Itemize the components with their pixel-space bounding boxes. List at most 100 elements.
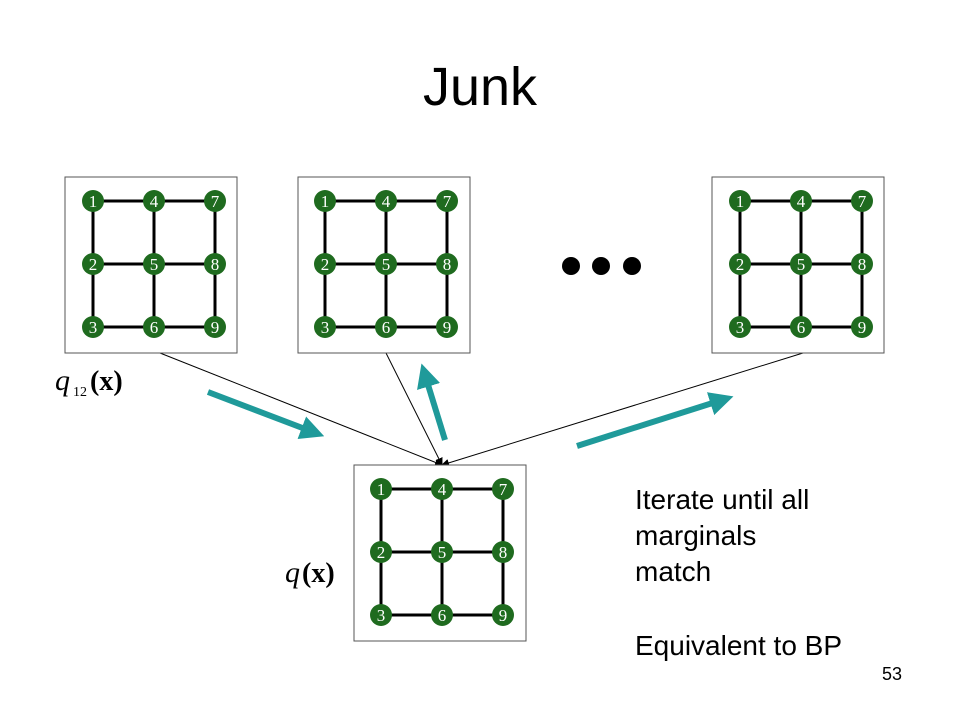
node-label: 4 (797, 192, 806, 211)
node-label: 5 (382, 255, 391, 274)
graph-node (314, 190, 336, 212)
node-label: 2 (736, 255, 745, 274)
graph-node (790, 316, 812, 338)
node-label: 6 (382, 318, 391, 337)
node-label: 4 (438, 480, 447, 499)
node-label: 7 (858, 192, 867, 211)
node-label: 9 (211, 318, 220, 337)
iterate-line-2: marginals (635, 520, 757, 551)
graph-node (314, 316, 336, 338)
graph-node (82, 316, 104, 338)
graph-node (82, 190, 104, 212)
node-label: 6 (438, 606, 447, 625)
graph-node (729, 253, 751, 275)
graph-node (370, 478, 392, 500)
graph-node (375, 253, 397, 275)
node-label: 5 (797, 255, 806, 274)
node-label: 5 (438, 543, 447, 562)
node-label: 2 (377, 543, 386, 562)
graph-node (492, 541, 514, 563)
connector-line (385, 352, 443, 466)
iterate-note: Iterate until all marginals match (635, 482, 809, 590)
slide-title: Junk (422, 57, 538, 117)
teal-arrow (417, 363, 448, 441)
node-label: 4 (150, 192, 159, 211)
graph-node (204, 316, 226, 338)
graph-node (436, 190, 458, 212)
node-label: 3 (736, 318, 745, 337)
node-label: 2 (89, 255, 98, 274)
node-label: 8 (858, 255, 867, 274)
node-label: 8 (443, 255, 452, 274)
graph-node (431, 604, 453, 626)
graph-node (370, 541, 392, 563)
grid-panel-2: 1 4 7 2 5 8 3 6 9 (297, 176, 471, 354)
node-label: 3 (89, 318, 98, 337)
node-label: 1 (736, 192, 745, 211)
graph-node (729, 190, 751, 212)
graph-node (370, 604, 392, 626)
iterate-line-3: match (635, 556, 712, 587)
q-argument: (x) (302, 558, 335, 589)
graph-node (82, 253, 104, 275)
node-label: 3 (377, 606, 386, 625)
graph-node (851, 253, 873, 275)
graph-node (375, 316, 397, 338)
connector-lines (159, 352, 804, 467)
graph-node (431, 478, 453, 500)
q12-subscript: 12 (73, 385, 87, 400)
graph-node (143, 190, 165, 212)
graph-node (436, 316, 458, 338)
graph-node (143, 253, 165, 275)
connector-line (159, 352, 443, 467)
graph-node (492, 478, 514, 500)
graph-node (790, 190, 812, 212)
graph-node (492, 604, 514, 626)
graph-node (375, 190, 397, 212)
node-label: 2 (321, 255, 330, 274)
grid-panel-target: 1 4 7 2 5 8 3 6 9 (353, 464, 527, 642)
q12-argument: (x) (90, 366, 123, 397)
grid-panel-1: 1 4 7 2 5 8 3 6 9 (64, 176, 238, 354)
graph-node (851, 190, 873, 212)
page-number: 53 (881, 664, 902, 684)
ellipsis (562, 257, 641, 275)
node-label: 3 (321, 318, 330, 337)
node-label: 4 (382, 192, 391, 211)
q-label: q (x) (285, 556, 335, 589)
q12-symbol: q (55, 364, 70, 397)
node-label: 9 (443, 318, 452, 337)
node-label: 1 (321, 192, 330, 211)
teal-arrow (206, 389, 325, 439)
graph-node (204, 253, 226, 275)
node-label: 7 (211, 192, 220, 211)
node-label: 8 (499, 543, 508, 562)
node-label: 1 (377, 480, 386, 499)
node-label: 6 (150, 318, 159, 337)
graph-node (431, 541, 453, 563)
node-label: 5 (150, 255, 159, 274)
q12-label: q 12 (x) (55, 364, 123, 400)
node-label: 7 (499, 480, 508, 499)
connector-line (441, 352, 804, 467)
graph-node (729, 316, 751, 338)
node-label: 9 (499, 606, 508, 625)
graph-node (204, 190, 226, 212)
node-label: 1 (89, 192, 98, 211)
node-label: 6 (797, 318, 806, 337)
graph-node (436, 253, 458, 275)
graph-node (851, 316, 873, 338)
teal-arrow (576, 392, 734, 449)
graph-node (314, 253, 336, 275)
iterate-line-1: Iterate until all (635, 484, 810, 515)
node-label: 8 (211, 255, 220, 274)
q-symbol: q (285, 556, 300, 589)
equivalent-note: Equivalent to BP (635, 630, 843, 661)
node-label: 7 (443, 192, 452, 211)
graph-node (790, 253, 812, 275)
message-arrows (206, 363, 734, 449)
graph-node (143, 316, 165, 338)
